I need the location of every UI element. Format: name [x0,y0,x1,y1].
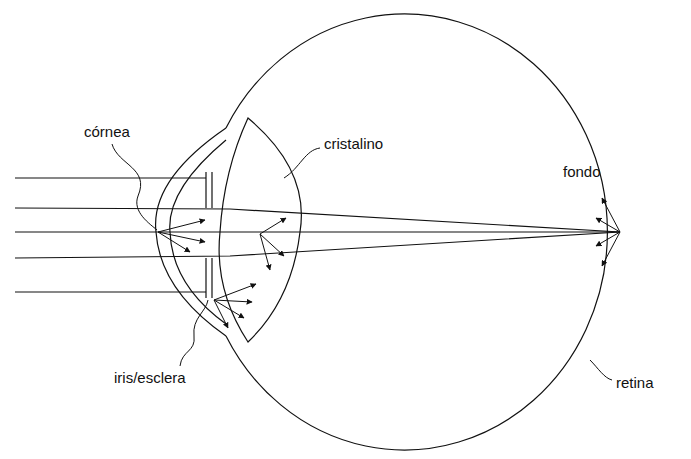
light-ray [15,231,620,232]
reflection-arrow [260,234,270,270]
reflection-arrow [260,218,286,234]
reflection-arrow [158,232,205,242]
iris-line [211,258,212,298]
leader-line [284,148,320,178]
leader-line [112,144,157,230]
reflection-arrow [158,232,190,252]
part-label: fondo [563,164,601,181]
lens [219,118,301,342]
reflection-arrow [260,234,284,256]
iris-line [211,172,212,208]
part-label: cristalino [324,136,383,153]
part-label: córnea [84,124,130,141]
reflection-arrow [214,300,228,328]
part-label: iris/esclera [114,370,186,387]
leader-line [590,360,612,380]
reflection-arrow [158,220,205,232]
leader-line [180,300,208,366]
light-ray [15,208,620,232]
light-ray [15,291,206,292]
reflection-arrow [214,284,256,300]
reflection-arrow [596,218,620,232]
reflection-arrow [214,300,252,302]
reflection-arrow [602,232,620,266]
light-ray [15,177,206,178]
part-label: retina [616,375,654,392]
light-ray [15,232,620,258]
